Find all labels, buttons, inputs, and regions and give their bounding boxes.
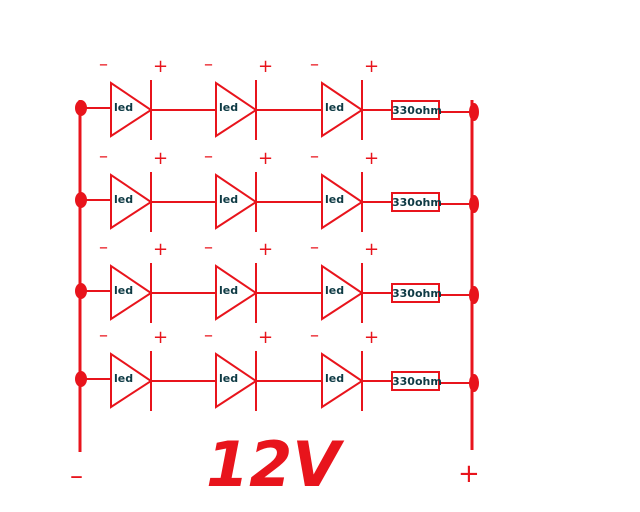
resistor-symbol xyxy=(391,100,440,120)
resistor-label: 330ohm xyxy=(392,375,442,388)
polarity-minus: – xyxy=(310,237,319,258)
junction-dot xyxy=(469,195,479,213)
resistor-symbol xyxy=(391,283,440,303)
polarity-minus: – xyxy=(99,146,108,167)
polarity-plus: + xyxy=(258,148,273,169)
polarity-minus: – xyxy=(310,146,319,167)
polarity-plus: + xyxy=(364,148,379,169)
led-symbol xyxy=(110,264,153,321)
junction-dot xyxy=(469,103,479,121)
polarity-plus: + xyxy=(258,56,273,77)
led-label: led xyxy=(325,284,344,297)
polarity-minus: – xyxy=(204,325,213,346)
resistor-label: 330ohm xyxy=(392,104,442,117)
led-symbol xyxy=(321,81,364,138)
polarity-minus: – xyxy=(204,54,213,75)
components xyxy=(110,80,440,411)
led-symbol xyxy=(110,173,153,230)
polarity-plus: + xyxy=(258,239,273,260)
led-label: led xyxy=(325,101,344,114)
polarity-plus: + xyxy=(153,239,168,260)
polarity-minus: – xyxy=(99,54,108,75)
led-symbol xyxy=(215,173,258,230)
polarity-minus: – xyxy=(99,325,108,346)
junction-dot xyxy=(469,286,479,304)
led-symbol xyxy=(110,81,153,138)
led-label: led xyxy=(325,372,344,385)
polarity-plus: + xyxy=(153,327,168,348)
polarity-plus: + xyxy=(153,56,168,77)
led-symbol xyxy=(321,352,364,409)
polarity-minus: – xyxy=(204,237,213,258)
polarity-plus: + xyxy=(364,56,379,77)
polarity-plus: + xyxy=(364,239,379,260)
led-label: led xyxy=(219,101,238,114)
polarity-minus: – xyxy=(310,54,319,75)
negative-terminal-label: – xyxy=(70,461,83,491)
led-label: led xyxy=(219,284,238,297)
led-label: led xyxy=(114,284,133,297)
resistor-symbol xyxy=(391,192,440,212)
wires xyxy=(75,100,479,452)
led-symbol xyxy=(215,81,258,138)
voltage-label: 12V xyxy=(206,428,345,501)
polarity-minus: – xyxy=(99,237,108,258)
polarity-plus: + xyxy=(258,327,273,348)
led-label: led xyxy=(219,372,238,385)
led-symbol xyxy=(321,264,364,321)
polarity-plus: + xyxy=(364,327,379,348)
led-symbol xyxy=(215,264,258,321)
led-label: led xyxy=(114,372,133,385)
positive-terminal-label: + xyxy=(458,459,480,489)
polarity-minus: – xyxy=(310,325,319,346)
labels: led – + led – + led – +330ohm led – + led – + led – +330o… xyxy=(99,54,442,388)
led-label: led xyxy=(114,193,133,206)
led-symbol xyxy=(321,173,364,230)
led-label: led xyxy=(114,101,133,114)
junction-dot xyxy=(469,374,479,392)
polarity-plus: + xyxy=(153,148,168,169)
led-symbol xyxy=(215,352,258,409)
led-label: led xyxy=(219,193,238,206)
led-label: led xyxy=(325,193,344,206)
polarity-minus: – xyxy=(204,146,213,167)
resistor-label: 330ohm xyxy=(392,287,442,300)
resistor-symbol xyxy=(391,371,440,391)
resistor-label: 330ohm xyxy=(392,196,442,209)
led-symbol xyxy=(110,352,153,409)
